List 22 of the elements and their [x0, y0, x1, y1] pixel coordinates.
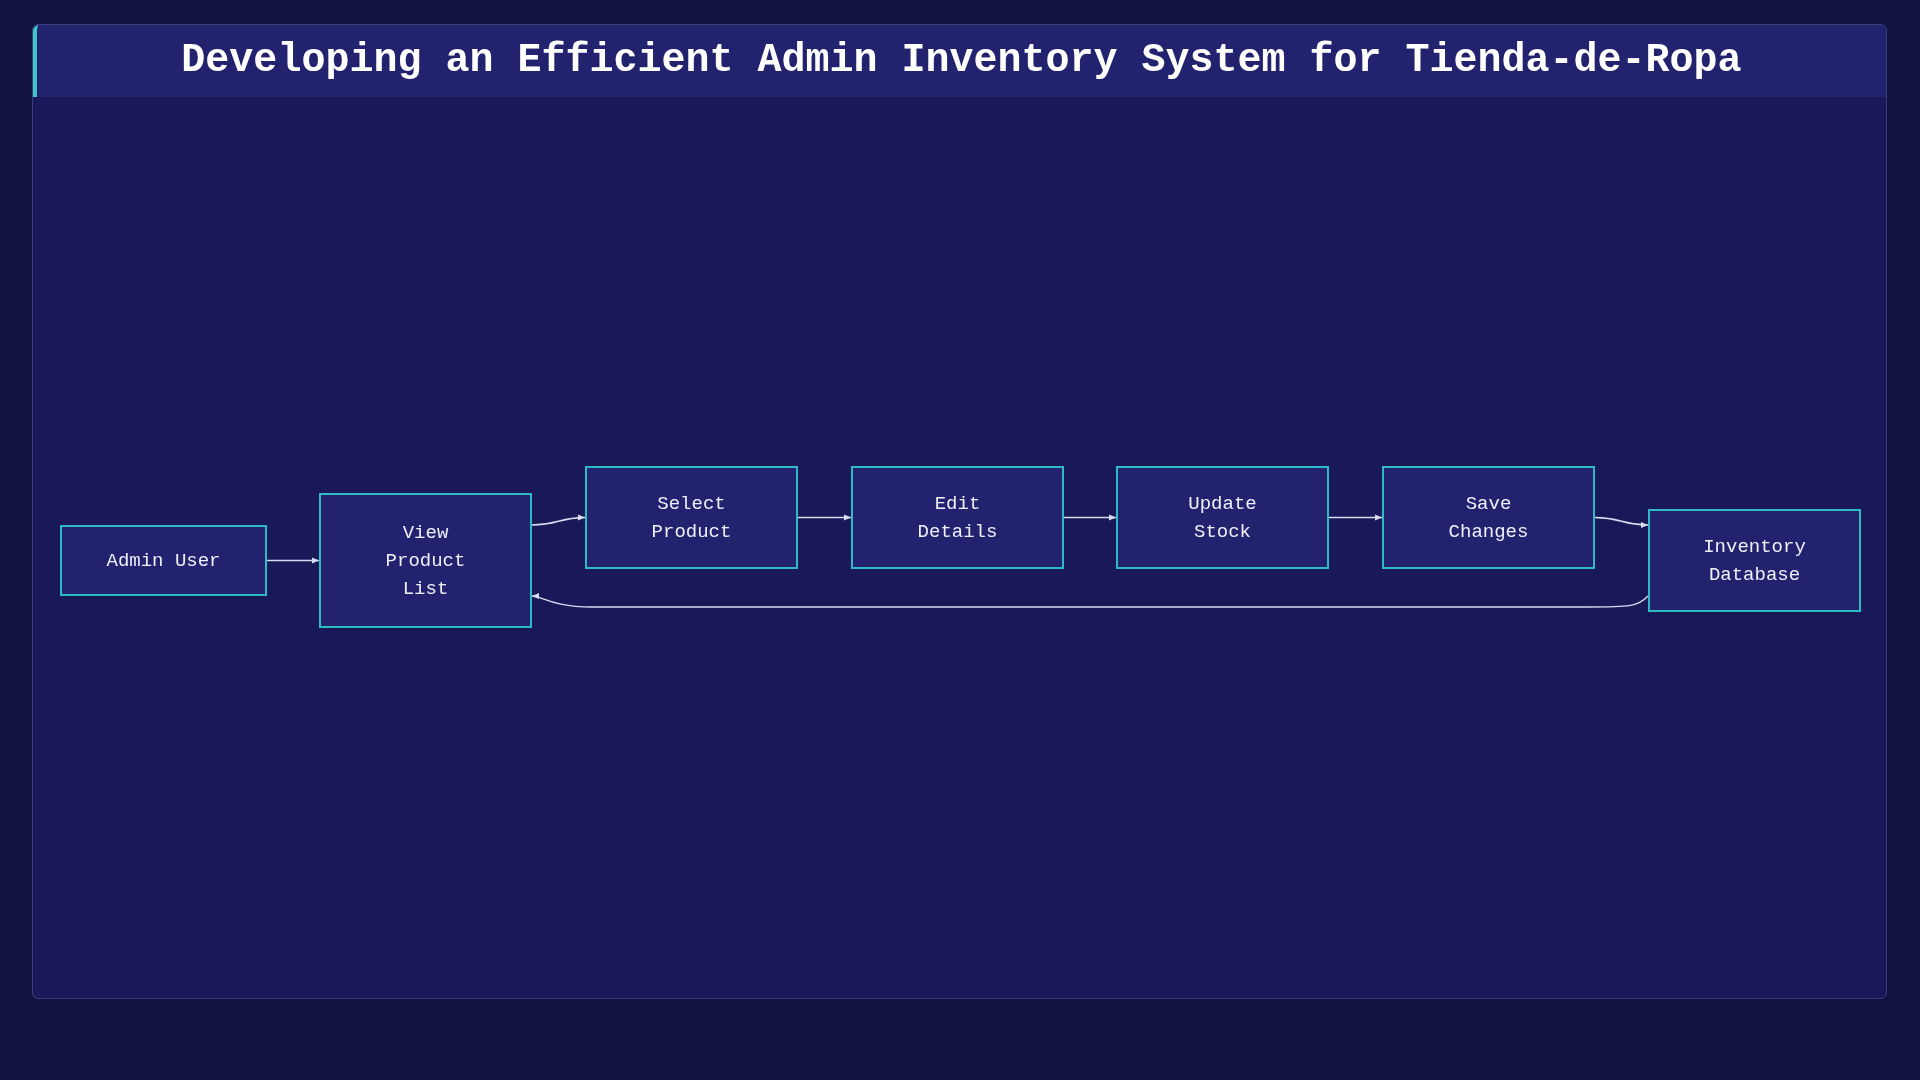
- process-box: [851, 466, 1064, 569]
- process-box: [60, 525, 267, 596]
- arrow: [1328, 514, 1383, 521]
- process-box: [1382, 466, 1595, 569]
- box-label: Inventory Database: [1702, 534, 1807, 588]
- arrow: [797, 514, 852, 521]
- title: Developing an Efficient Admin Inventory System for Tienda-de-Ropa: [181, 37, 1742, 85]
- process-box: [1648, 509, 1861, 612]
- box-label: Edit Details: [916, 491, 999, 545]
- box-label: View Product List: [384, 520, 467, 602]
- process-box: [319, 493, 532, 628]
- arrow: [1594, 516, 1649, 528]
- arrow: [266, 557, 320, 564]
- box-label: Update Stock: [1187, 491, 1258, 545]
- box-label: Select Product: [650, 491, 733, 545]
- process-box: [1116, 466, 1329, 569]
- process-box: [585, 466, 798, 569]
- arrow: [1063, 514, 1117, 521]
- arrow: [531, 593, 1649, 608]
- arrow: [531, 514, 586, 526]
- box-label: Save Changes: [1447, 491, 1530, 545]
- box-label: Admin User: [106, 548, 221, 574]
